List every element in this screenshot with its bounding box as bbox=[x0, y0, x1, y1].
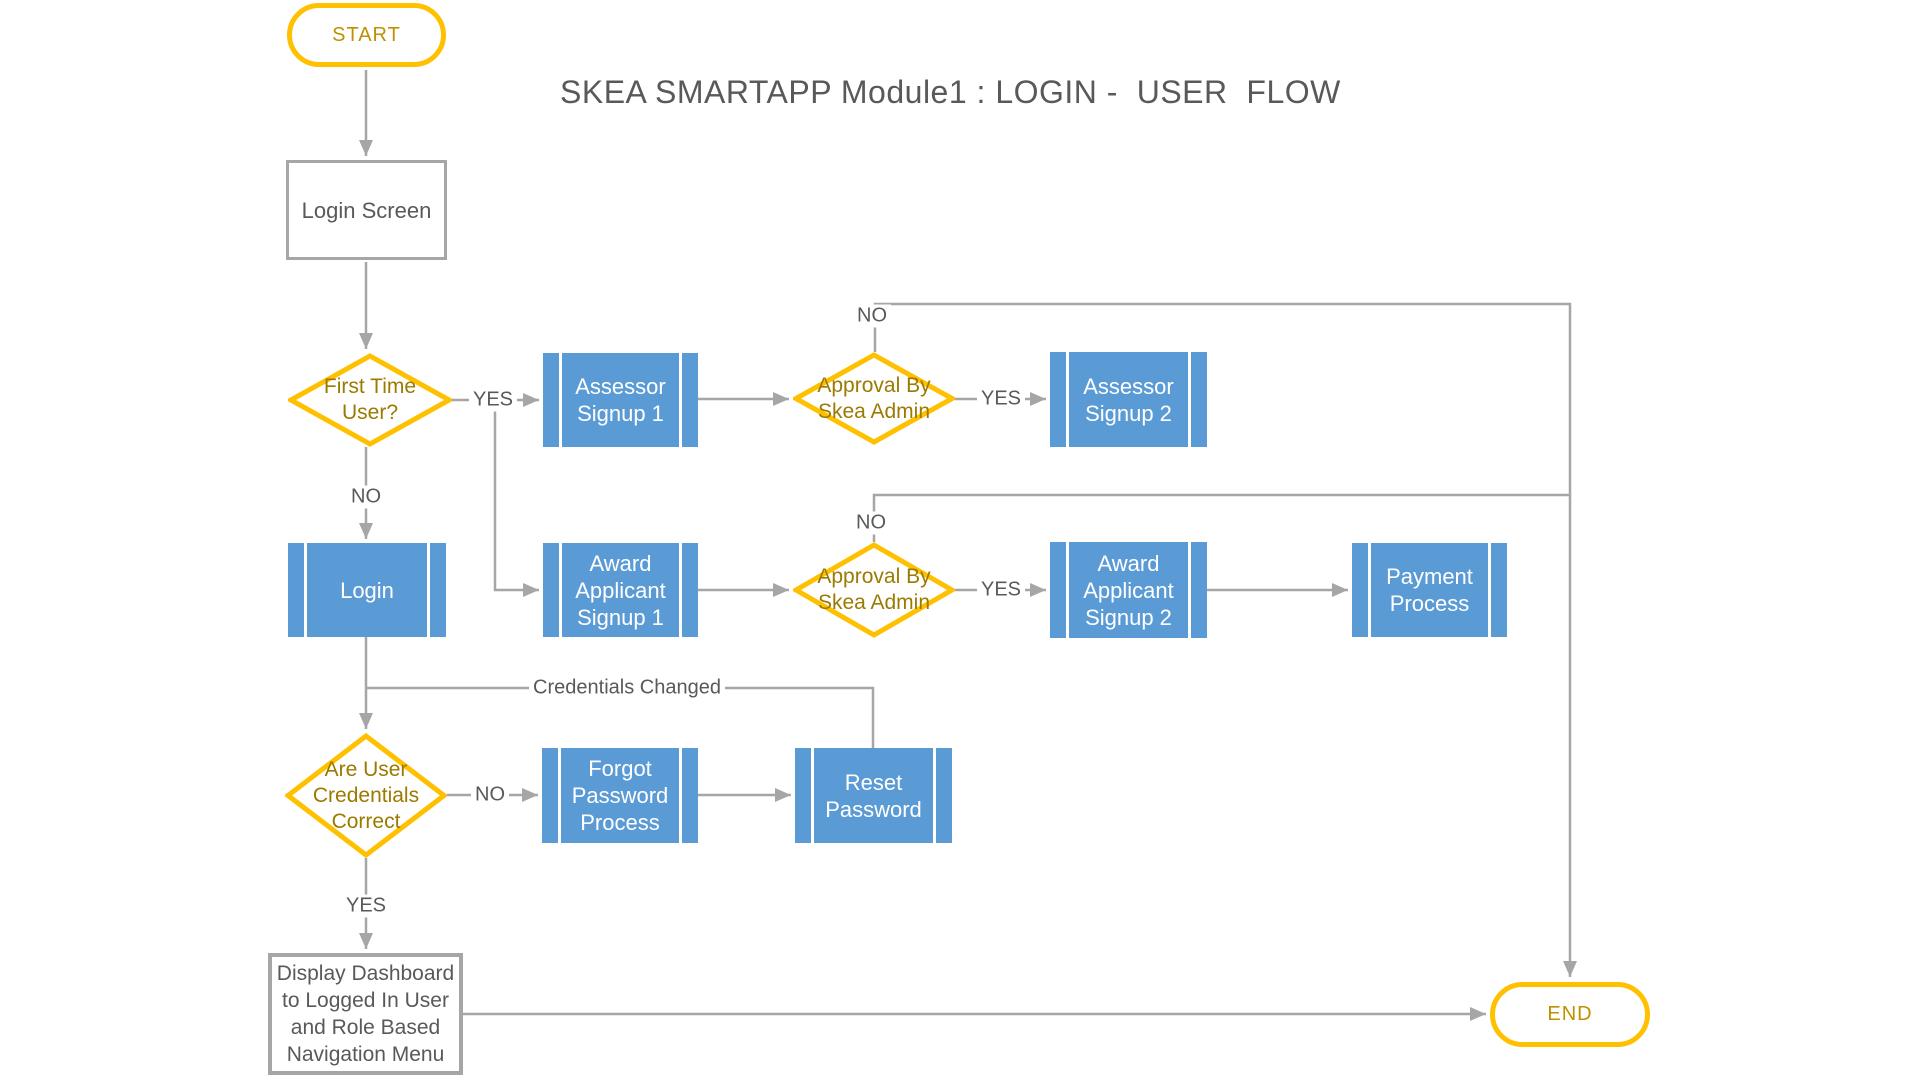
predefined-forgot-password-process: Forgot Password Process bbox=[542, 748, 698, 843]
predefined-login: Login bbox=[288, 543, 446, 637]
edge-label-approval-2-yes: YES bbox=[976, 578, 1026, 602]
predefined-award-applicant-signup-2-label: Award Applicant Signup 2 bbox=[1083, 550, 1174, 630]
edge-label-approval-1-yes: YES bbox=[976, 387, 1026, 411]
decision-first-time-user-label: First Time User? bbox=[323, 375, 417, 424]
predefined-payment-process: Payment Process bbox=[1352, 543, 1507, 637]
process-login-screen-label: Login Screen bbox=[301, 197, 432, 223]
decision-approval-2-label: Approval By Skea Admin bbox=[817, 565, 931, 614]
predefined-left-bar bbox=[543, 353, 559, 447]
predefined-login-label: Login bbox=[340, 577, 394, 603]
edge-label-credentials-no: NO bbox=[471, 783, 509, 807]
decision-first-time-user: First Time User? bbox=[288, 353, 452, 447]
predefined-left-bar bbox=[1050, 542, 1066, 638]
edge-label-credentials-changed: Credentials Changed bbox=[529, 676, 725, 700]
process-login-screen: Login Screen bbox=[286, 160, 447, 260]
predefined-right-bar bbox=[430, 543, 446, 637]
edge-approval-2-no-to-end bbox=[872, 493, 1570, 542]
edge-label-approval-1-no: NO bbox=[853, 304, 891, 328]
decision-approval-by-skea-admin-2: Approval By Skea Admin bbox=[793, 542, 955, 638]
predefined-left-bar bbox=[1352, 543, 1368, 637]
predefined-left-bar bbox=[542, 748, 558, 843]
edge-label-approval-2-no: NO bbox=[852, 511, 890, 535]
predefined-award-applicant-signup-2: Award Applicant Signup 2 bbox=[1050, 542, 1207, 638]
predefined-left-bar bbox=[795, 748, 811, 843]
terminator-start: START bbox=[287, 3, 446, 67]
predefined-right-bar bbox=[1491, 543, 1507, 637]
edge-first-time-yes-to-award-signup-1 bbox=[493, 400, 539, 597]
diamond-shape bbox=[793, 352, 955, 445]
page-title: SKEA SMARTAPP Module1 : LOGIN - USER FLO… bbox=[560, 74, 1341, 110]
predefined-reset-password: Reset Password bbox=[795, 748, 952, 843]
predefined-left-bar bbox=[288, 543, 304, 637]
diamond-shape bbox=[793, 542, 955, 638]
terminator-start-label: START bbox=[332, 23, 401, 46]
predefined-reset-password-label: Reset Password bbox=[825, 769, 922, 822]
predefined-right-bar bbox=[1191, 352, 1207, 447]
predefined-assessor-signup-2: Assessor Signup 2 bbox=[1050, 352, 1207, 447]
process-display-dashboard-label: Display Dashboard to Logged In User and … bbox=[276, 962, 455, 1066]
predefined-right-bar bbox=[682, 353, 698, 447]
edge-label-first-time-no: NO bbox=[347, 485, 385, 509]
predefined-right-bar bbox=[682, 748, 698, 843]
predefined-left-bar bbox=[1050, 352, 1066, 447]
predefined-payment-process-label: Payment Process bbox=[1386, 564, 1473, 616]
decision-are-user-credentials-correct: Are User Credentials Correct bbox=[285, 733, 447, 858]
predefined-assessor-signup-2-label: Assessor Signup 2 bbox=[1083, 373, 1174, 426]
predefined-right-bar bbox=[1191, 542, 1207, 638]
predefined-assessor-signup-1: Assessor Signup 1 bbox=[543, 353, 698, 447]
diamond-shape bbox=[285, 733, 447, 858]
edge-label-credentials-yes: YES bbox=[341, 894, 391, 918]
edge-approval-1-no-to-end bbox=[873, 302, 1577, 977]
edge-label-first-time-yes: YES bbox=[468, 388, 518, 412]
predefined-award-applicant-signup-1: Award Applicant Signup 1 bbox=[543, 543, 698, 637]
decision-approval-1-label: Approval By Skea Admin bbox=[817, 373, 931, 423]
terminator-end: END bbox=[1490, 982, 1650, 1047]
diamond-shape bbox=[288, 353, 452, 447]
predefined-assessor-signup-1-label: Assessor Signup 1 bbox=[575, 374, 666, 426]
terminator-end-label: END bbox=[1547, 1003, 1593, 1025]
predefined-award-applicant-signup-1-label: Award Applicant Signup 1 bbox=[575, 550, 666, 630]
predefined-forgot-password-label: Forgot Password Process bbox=[571, 756, 669, 835]
decision-credentials-label: Are User Credentials Correct bbox=[312, 757, 420, 833]
predefined-right-bar bbox=[936, 748, 952, 843]
predefined-left-bar bbox=[543, 543, 559, 637]
decision-approval-by-skea-admin-1: Approval By Skea Admin bbox=[793, 352, 955, 445]
process-display-dashboard: Display Dashboard to Logged In User and … bbox=[268, 953, 463, 1075]
predefined-right-bar bbox=[682, 543, 698, 637]
